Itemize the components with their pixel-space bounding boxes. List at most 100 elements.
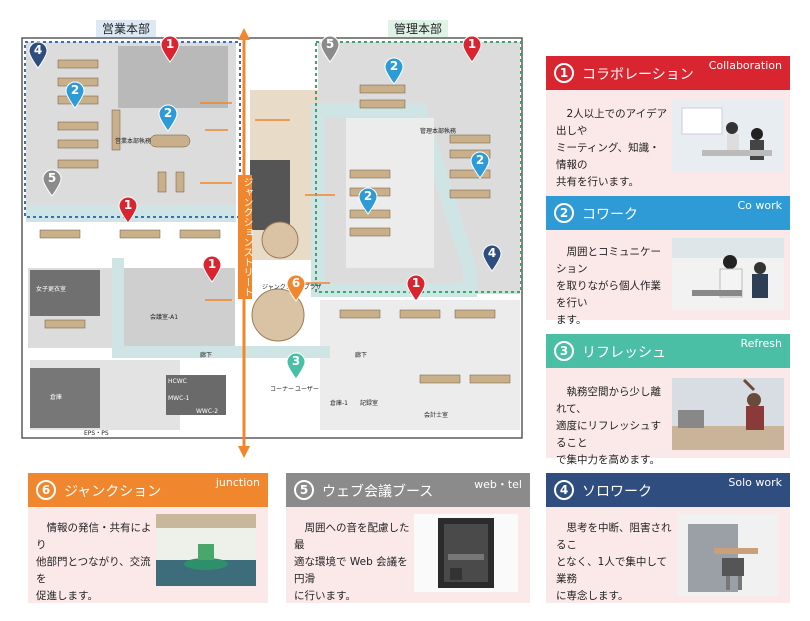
card-number-badge: 4 bbox=[554, 480, 574, 500]
card-header: 1 コラボレーション Collaboration bbox=[546, 56, 790, 90]
card-description-line: となく、1人で集中して業務 bbox=[556, 556, 668, 585]
map-pin-number: 1 bbox=[467, 37, 477, 51]
card-title: ソロワーク bbox=[582, 484, 652, 500]
card-english-label: junction bbox=[215, 476, 260, 489]
map-pin-number: 2 bbox=[389, 59, 399, 73]
card-refresh: 3 リフレッシュ Refresh 執務空間から少し離れて、 適度にリフレッシュす… bbox=[546, 334, 790, 466]
map-pin-number: 4 bbox=[33, 43, 43, 57]
card-junction: 6 ジャンクション junction 情報の発信・共有により 他部門とつながり、… bbox=[28, 473, 268, 603]
sales-division-box bbox=[24, 41, 241, 218]
room-sales-area: 営業本部執務 bbox=[115, 138, 152, 145]
card-title: リフレッシュ bbox=[582, 345, 666, 361]
map-pin-number: 1 bbox=[411, 276, 421, 290]
card-web-tel: 5 ウェブ会議ブース web・tel 周囲への音を配慮した最 適な環境で Web… bbox=[286, 473, 530, 603]
room-hall2: 廊下 bbox=[355, 352, 368, 359]
map-pin-icon: 2 bbox=[158, 104, 178, 132]
map-pin-icon: 5 bbox=[320, 35, 340, 63]
lower-desks bbox=[39, 229, 221, 329]
map-pin-icon: 1 bbox=[462, 35, 482, 63]
room-records: 記録室 bbox=[360, 400, 379, 407]
card-number-badge: 2 bbox=[554, 203, 574, 223]
lower-right-zone bbox=[320, 300, 520, 430]
card-header: 4 ソロワーク Solo work bbox=[546, 473, 790, 507]
room-accountant: 会計士室 bbox=[424, 412, 449, 419]
map-pin-number: 5 bbox=[325, 37, 335, 51]
card-header: 3 リフレッシュ Refresh bbox=[546, 334, 790, 368]
card-description-line: 他部門とつながり、交流を bbox=[36, 556, 151, 585]
card-english-label: Co work bbox=[737, 199, 782, 212]
room-user: ユーザー bbox=[295, 386, 319, 393]
map-pin-number: 2 bbox=[363, 189, 373, 203]
card-description-line: 情報の発信・共有により bbox=[36, 522, 152, 551]
room-wwc: WWC-2 bbox=[196, 408, 219, 415]
map-pin-number: 1 bbox=[207, 257, 217, 271]
card-number-badge: 1 bbox=[554, 63, 574, 83]
map-pin-number: 2 bbox=[163, 106, 173, 120]
card-description-line: で集中力を高めます。 bbox=[556, 454, 660, 466]
arrow-up-icon bbox=[238, 28, 250, 40]
room-eps: EPS・PS bbox=[84, 430, 109, 437]
map-pin-number: 6 bbox=[291, 276, 301, 290]
card-photo bbox=[678, 514, 778, 596]
card-photo bbox=[414, 514, 518, 592]
room-meeting-a1: 会議室-A1 bbox=[150, 314, 179, 321]
map-pin-icon: 2 bbox=[470, 151, 490, 179]
map-pin-icon: 2 bbox=[358, 187, 378, 215]
card-solo-work: 4 ソロワーク Solo work 思考を中断、阻害されるこ となく、1人で集中… bbox=[546, 473, 790, 603]
stair bbox=[250, 160, 290, 230]
women-changing-room bbox=[30, 270, 100, 316]
room-hall: 廊下 bbox=[200, 352, 213, 359]
card-number-badge: 6 bbox=[36, 480, 56, 500]
card-photo bbox=[672, 100, 784, 172]
round-table bbox=[261, 221, 299, 259]
card-description: 執務空間から少し離れて、 適度にリフレッシュすること で集中力を高めます。 bbox=[556, 384, 668, 469]
card-description-line: ます。 bbox=[556, 314, 587, 326]
map-pin-icon: 2 bbox=[65, 81, 85, 109]
card-description: 周囲とコミュニケーション を取りながら個人作業を行い ます。 bbox=[556, 244, 668, 329]
map-pin-number: 2 bbox=[70, 83, 80, 97]
flow-arrows bbox=[200, 102, 335, 301]
card-description-line: ミーティング、知識・情報の bbox=[556, 142, 660, 171]
room-storage: 倉庫 bbox=[50, 394, 63, 401]
room-corner: コーナー bbox=[270, 386, 295, 393]
card-number-badge: 3 bbox=[554, 341, 574, 361]
card-description: 情報の発信・共有により 他部門とつながり、交流を 促進します。 bbox=[36, 520, 156, 605]
card-photo bbox=[156, 514, 256, 586]
card-english-label: Refresh bbox=[740, 337, 782, 350]
map-pin-number: 1 bbox=[165, 37, 175, 51]
map-pin-icon: 4 bbox=[482, 244, 502, 272]
card-header: 6 ジャンクション junction bbox=[28, 473, 268, 507]
sales-division-label: 営業本部 bbox=[96, 20, 157, 37]
card-title: コワーク bbox=[582, 207, 638, 223]
card-description-line: 周囲とコミュニケーション bbox=[556, 246, 661, 275]
card-english-label: Collaboration bbox=[708, 59, 782, 72]
card-description: 周囲への音を配慮した最 適な環境で Web 会議を円滑 に行います。 bbox=[294, 520, 414, 605]
card-description: 思考を中断、阻害されるこ となく、1人で集中して業務 に専念します。 bbox=[556, 520, 672, 605]
room-admin-area: 管理本部執務 bbox=[420, 128, 457, 135]
card-description-line: に行います。 bbox=[294, 590, 356, 602]
map-pin-number: 4 bbox=[487, 246, 497, 260]
card-header: 5 ウェブ会議ブース web・tel bbox=[286, 473, 530, 507]
card-description-line: 促進します。 bbox=[36, 590, 98, 602]
card-description-line: を取りながら個人作業を行い bbox=[556, 280, 661, 309]
map-pin-number: 5 bbox=[47, 171, 57, 185]
room-women-changing: 女子更衣室 bbox=[36, 286, 67, 293]
room-mwc: MWC-1 bbox=[168, 395, 190, 402]
card-description-line: 周囲への音を配慮した最 bbox=[294, 522, 410, 551]
floor-plan bbox=[21, 28, 523, 458]
card-english-label: Solo work bbox=[728, 476, 782, 489]
map-pin-icon: 1 bbox=[160, 35, 180, 63]
map-pin-icon: 3 bbox=[286, 352, 306, 380]
junction-street-label: ジャンクションストリート bbox=[238, 175, 252, 299]
admin-division-box bbox=[315, 41, 522, 293]
card-photo bbox=[672, 238, 784, 310]
room-toilet: HCWC bbox=[168, 378, 187, 385]
map-pin-icon: 1 bbox=[118, 196, 138, 224]
card-description-line: 共有を行います。 bbox=[556, 176, 639, 188]
room-warehouse1: 倉庫-1 bbox=[330, 400, 348, 407]
toilet-block bbox=[166, 375, 226, 415]
card-title: ジャンクション bbox=[64, 484, 162, 500]
map-pin-icon: 5 bbox=[42, 169, 62, 197]
map-pin-icon: 1 bbox=[406, 274, 426, 302]
arrow-down-icon bbox=[238, 446, 250, 458]
